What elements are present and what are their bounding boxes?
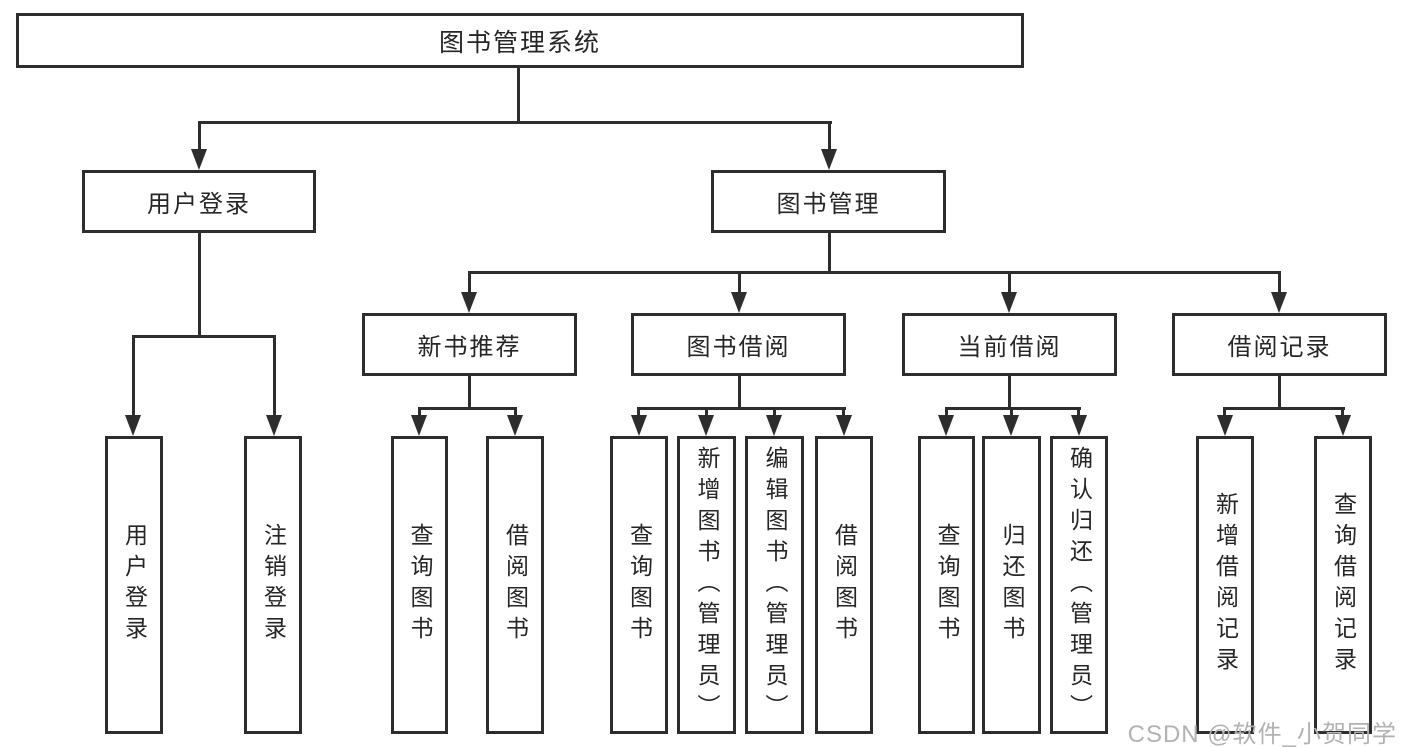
connector-line [517, 68, 520, 124]
leaf-edit-books-admin: 编辑图书（管理员） [745, 436, 804, 734]
connector-line [468, 271, 471, 295]
leaf-query-books-label: 查询图书 [934, 523, 960, 647]
arrow-down-icon [698, 415, 714, 436]
leaf-confirm-return-admin: 确认归还（管理员） [1050, 436, 1108, 734]
arrow-down-icon [507, 415, 523, 436]
connector-line [468, 271, 1281, 274]
connector-line [1278, 271, 1281, 295]
leaf-query-books: 查询图书 [918, 436, 975, 734]
leaf-borrow-books-label: 借阅图书 [502, 523, 529, 647]
node-book-borrow-label: 图书借阅 [686, 334, 791, 361]
arrow-down-icon [1217, 415, 1233, 436]
leaf-add-books-admin-label: 新增图书（管理员） [694, 445, 720, 725]
node-user-login: 用户登录 [82, 170, 316, 233]
arrow-down-icon [1271, 292, 1287, 313]
node-new-book-recommend: 新书推荐 [362, 313, 577, 376]
connector-line [1008, 271, 1011, 295]
leaf-user-login-label: 用户登录 [121, 523, 148, 647]
watermark-text: CSDN @软件_小贺同学 [1127, 721, 1397, 747]
connector-line [1010, 407, 1013, 418]
connector-line [514, 407, 517, 418]
arrow-down-icon [631, 415, 647, 436]
leaf-borrow-books: 借阅图书 [486, 436, 544, 734]
leaf-add-borrow-record-label: 新增借阅记录 [1212, 492, 1239, 678]
connector-line [842, 407, 845, 418]
arrow-down-icon [938, 415, 954, 436]
arrow-down-icon [731, 292, 747, 313]
leaf-query-books-label: 查询图书 [626, 523, 653, 647]
connector-line [1223, 407, 1226, 418]
node-book-borrow: 图书借阅 [631, 313, 846, 376]
connector-line [637, 407, 846, 410]
arrow-down-icon [821, 149, 837, 170]
arrow-down-icon [461, 292, 477, 313]
leaf-query-books: 查询图书 [610, 436, 668, 734]
node-book-management: 图书管理 [711, 170, 946, 233]
connector-line [1077, 407, 1080, 418]
connector-line [738, 271, 741, 295]
leaf-query-borrow-record-label: 查询借阅记录 [1330, 492, 1357, 678]
arrow-down-icon [836, 415, 852, 436]
node-current-borrow: 当前借阅 [902, 313, 1117, 376]
node-borrow-records-label: 借阅记录 [1227, 334, 1332, 361]
leaf-logout: 注销登录 [244, 436, 302, 734]
connector-line [945, 407, 948, 418]
leaf-query-books: 查询图书 [391, 436, 448, 734]
connector-line [738, 376, 741, 410]
leaf-logout-label: 注销登录 [260, 523, 287, 647]
node-current-borrow-label: 当前借阅 [957, 334, 1062, 361]
leaf-return-books: 归还图书 [982, 436, 1041, 734]
connector-line [418, 407, 421, 418]
arrow-down-icon [191, 149, 207, 170]
arrow-down-icon [1003, 415, 1019, 436]
arrow-down-icon [1335, 415, 1351, 436]
connector-line [198, 233, 201, 338]
node-book-management-label: 图书管理 [776, 191, 881, 218]
connector-line [945, 407, 1081, 410]
leaf-confirm-return-admin-label: 确认归还（管理员） [1066, 445, 1093, 725]
connector-line [637, 407, 640, 418]
node-user-login-label: 用户登录 [147, 191, 251, 218]
arrow-down-icon [411, 415, 427, 436]
arrow-down-icon [766, 415, 782, 436]
arrow-down-icon [266, 415, 282, 436]
connector-line [1223, 407, 1345, 410]
node-borrow-records: 借阅记录 [1172, 313, 1387, 376]
connector-line [773, 407, 776, 418]
leaf-query-books-label: 查询图书 [407, 523, 433, 647]
connector-line [132, 335, 276, 338]
connector-line [705, 407, 708, 418]
arrow-down-icon [1071, 415, 1087, 436]
leaf-add-borrow-record: 新增借阅记录 [1196, 436, 1254, 734]
leaf-user-login: 用户登录 [105, 436, 163, 734]
connector-line [1008, 376, 1011, 410]
arrow-down-icon [1001, 292, 1017, 313]
connector-line [1341, 407, 1344, 418]
connector-line [198, 121, 832, 124]
leaf-borrow-books: 借阅图书 [815, 436, 873, 734]
node-library-system: 图书管理系统 [16, 13, 1024, 68]
leaf-return-books-label: 归还图书 [999, 523, 1025, 647]
leaf-borrow-books-label: 借阅图书 [831, 523, 858, 647]
connector-line [132, 335, 135, 416]
arrow-down-icon [125, 415, 141, 436]
connector-line [198, 121, 201, 152]
node-library-system-label: 图书管理系统 [438, 28, 601, 57]
connector-line [1278, 376, 1281, 410]
leaf-add-books-admin: 新增图书（管理员） [677, 436, 736, 734]
leaf-edit-books-admin-label: 编辑图书（管理员） [762, 445, 788, 725]
node-new-book-recommend-label: 新书推荐 [417, 334, 522, 361]
connector-line [828, 121, 831, 152]
connector-line [468, 376, 471, 410]
connector-line [418, 407, 517, 410]
connector-line [273, 335, 276, 416]
leaf-query-borrow-record: 查询借阅记录 [1314, 436, 1372, 734]
connector-line [828, 233, 831, 274]
